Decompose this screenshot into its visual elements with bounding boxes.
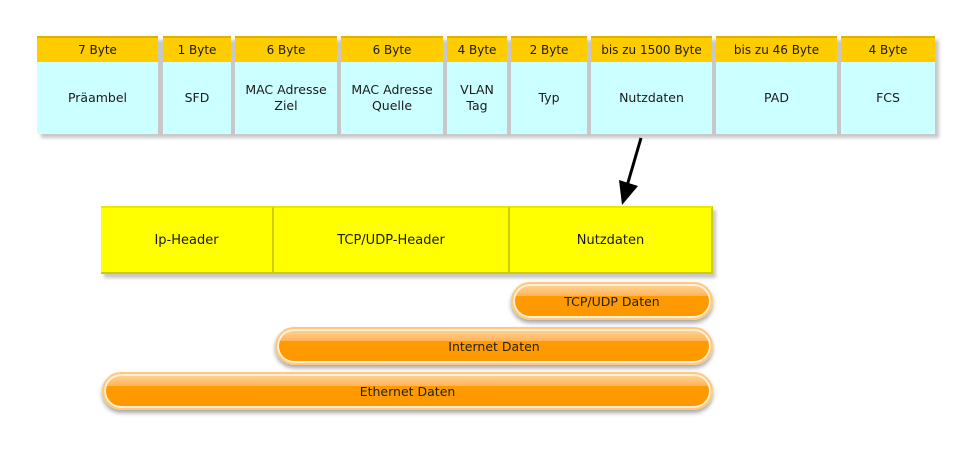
frame-column-fcs: 4 Byte FCS xyxy=(841,36,935,134)
column-field: Nutzdaten xyxy=(619,90,684,105)
column-size: 6 Byte xyxy=(235,36,337,62)
column-size: 4 Byte xyxy=(447,36,507,62)
layer-internet-daten: Internet Daten xyxy=(275,327,713,365)
packet-nutzdaten: Nutzdaten xyxy=(510,206,713,274)
column-field: SFD xyxy=(184,90,210,105)
frame-column-vlan-tag: 4 Byte VLAN Tag xyxy=(447,36,507,134)
frame-column-pad: bis zu 46 Byte PAD xyxy=(716,36,837,134)
frame-column-sfd: 1 Byte SFD xyxy=(163,36,231,134)
column-size: 6 Byte xyxy=(341,36,443,62)
frame-column-typ: 2 Byte Typ xyxy=(511,36,587,134)
frame-column-mac-quelle: 6 Byte MAC Adresse Quelle xyxy=(341,36,443,134)
layer-label: TCP/UDP Daten xyxy=(564,293,660,309)
column-size: 4 Byte xyxy=(841,36,935,62)
packet-ip-header: Ip-Header xyxy=(101,206,274,274)
layer-ethernet-daten: Ethernet Daten xyxy=(102,372,713,410)
frame-column-mac-ziel: 6 Byte MAC Adresse Ziel xyxy=(235,36,337,134)
column-size: 1 Byte xyxy=(163,36,231,62)
column-size: bis zu 46 Byte xyxy=(716,36,837,62)
segment-label: TCP/UDP-Header xyxy=(337,232,445,248)
column-field: MAC Adresse Ziel xyxy=(245,82,327,113)
column-size: 7 Byte xyxy=(37,36,158,62)
column-field: MAC Adresse Quelle xyxy=(351,82,433,113)
column-size: bis zu 1500 Byte xyxy=(591,36,712,62)
ethernet-frame: 7 Byte Präambel 1 Byte SFD 6 Byte MAC Ad… xyxy=(37,36,939,138)
frame-column-nutzdaten: bis zu 1500 Byte Nutzdaten xyxy=(591,36,712,134)
column-field: PAD xyxy=(764,90,789,105)
column-field: Typ xyxy=(538,90,560,105)
segment-label: Ip-Header xyxy=(154,232,219,248)
layer-label: Ethernet Daten xyxy=(359,383,456,399)
layer-label: Internet Daten xyxy=(448,338,540,354)
column-field: VLAN Tag xyxy=(460,82,494,113)
column-field: Präambel xyxy=(67,90,128,105)
packet-tcp-udp-header: TCP/UDP-Header xyxy=(274,206,510,274)
segment-label: Nutzdaten xyxy=(576,232,645,248)
column-field: FCS xyxy=(876,90,900,105)
column-size: 2 Byte xyxy=(511,36,587,62)
frame-column-praeambel: 7 Byte Präambel xyxy=(37,36,158,134)
layer-tcp-udp-daten: TCP/UDP Daten xyxy=(511,282,713,320)
